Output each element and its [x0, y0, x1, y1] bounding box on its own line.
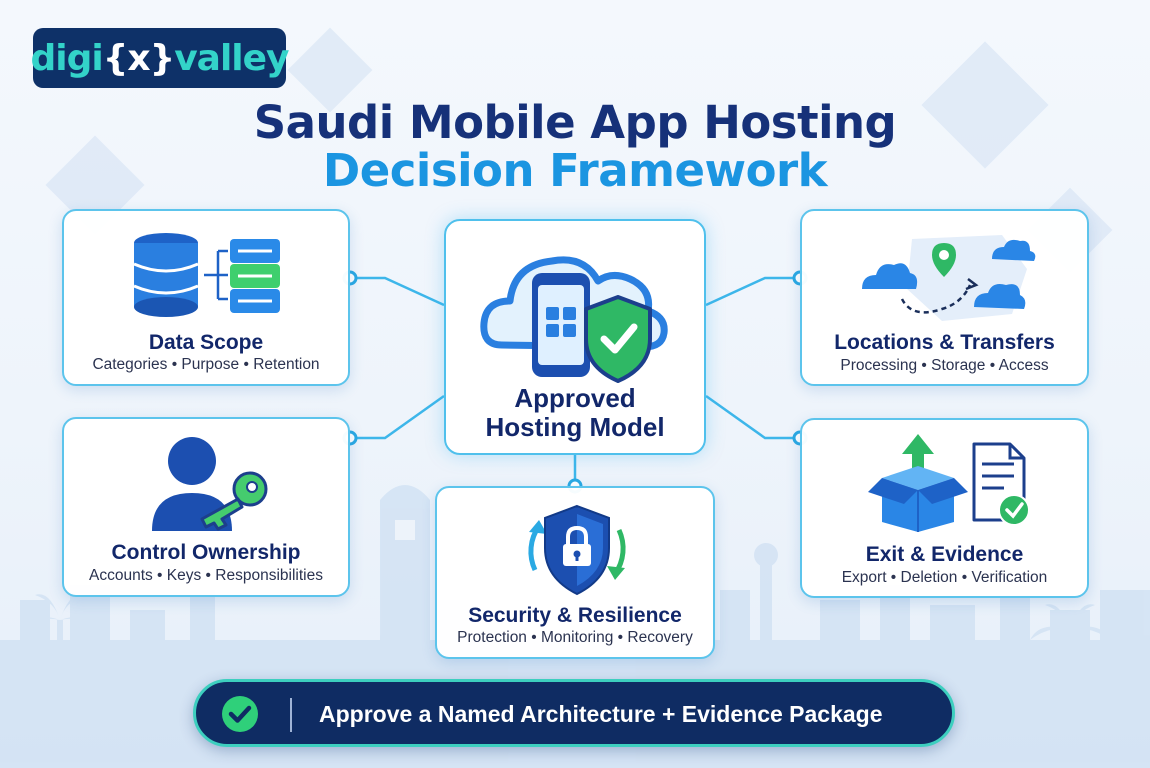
card-security-resilience: Security & Resilience Protection • Monit… [435, 486, 715, 659]
card-title: Data Scope [148, 331, 264, 354]
logo-brace-open: { [102, 37, 129, 79]
bottom-banner: Approve a Named Architecture + Evidence … [193, 679, 955, 747]
card-title: Security & Resilience [468, 604, 682, 627]
card-subtitle: Categories • Purpose • Retention [92, 356, 320, 373]
card-control-ownership: Control Ownership Accounts • Keys • Resp… [62, 417, 350, 597]
banner-divider [290, 698, 292, 732]
card-subtitle: Protection • Monitoring • Recovery [457, 629, 693, 646]
cloud-phone-shield-icon [480, 256, 668, 383]
check-circle-icon [222, 696, 258, 732]
logo-text-pre: digi [30, 37, 103, 79]
center-approved-hosting-model: Approved Hosting Model [444, 219, 706, 455]
center-title-line2: Hosting Model [485, 412, 665, 442]
card-title: Locations & Transfers [834, 331, 1055, 354]
card-data-scope: Data Scope Categories • Purpose • Retent… [62, 209, 350, 386]
card-subtitle: Export • Deletion • Verification [841, 569, 1048, 586]
page-title-line2: Decision Framework [322, 144, 828, 197]
box-document-icon [868, 434, 1030, 532]
shield-lock-icon [528, 504, 626, 596]
card-locations-transfers: Locations & Transfers Processing • Stora… [800, 209, 1089, 386]
brand-logo: digi{x}valley [30, 28, 290, 88]
card-exit-evidence: Exit & Evidence Export • Deletion • Veri… [800, 418, 1089, 598]
card-subtitle: Accounts • Keys • Responsibilities [89, 567, 323, 584]
logo-text-post: valley [174, 37, 289, 79]
page-title-line1: Saudi Mobile App Hosting [253, 96, 897, 149]
logo-brace-close: } [149, 37, 176, 79]
center-title-line1: Approved [514, 383, 636, 413]
database-icon [133, 233, 280, 317]
card-subtitle: Processing • Storage • Access [840, 357, 1049, 374]
logo-text-mid: x [127, 37, 150, 79]
card-title: Control Ownership [111, 541, 301, 564]
user-key-icon [152, 437, 268, 531]
banner-text: Approve a Named Architecture + Evidence … [319, 701, 883, 727]
card-title: Exit & Evidence [865, 543, 1024, 566]
cloud-transfer-map-icon [862, 235, 1036, 321]
